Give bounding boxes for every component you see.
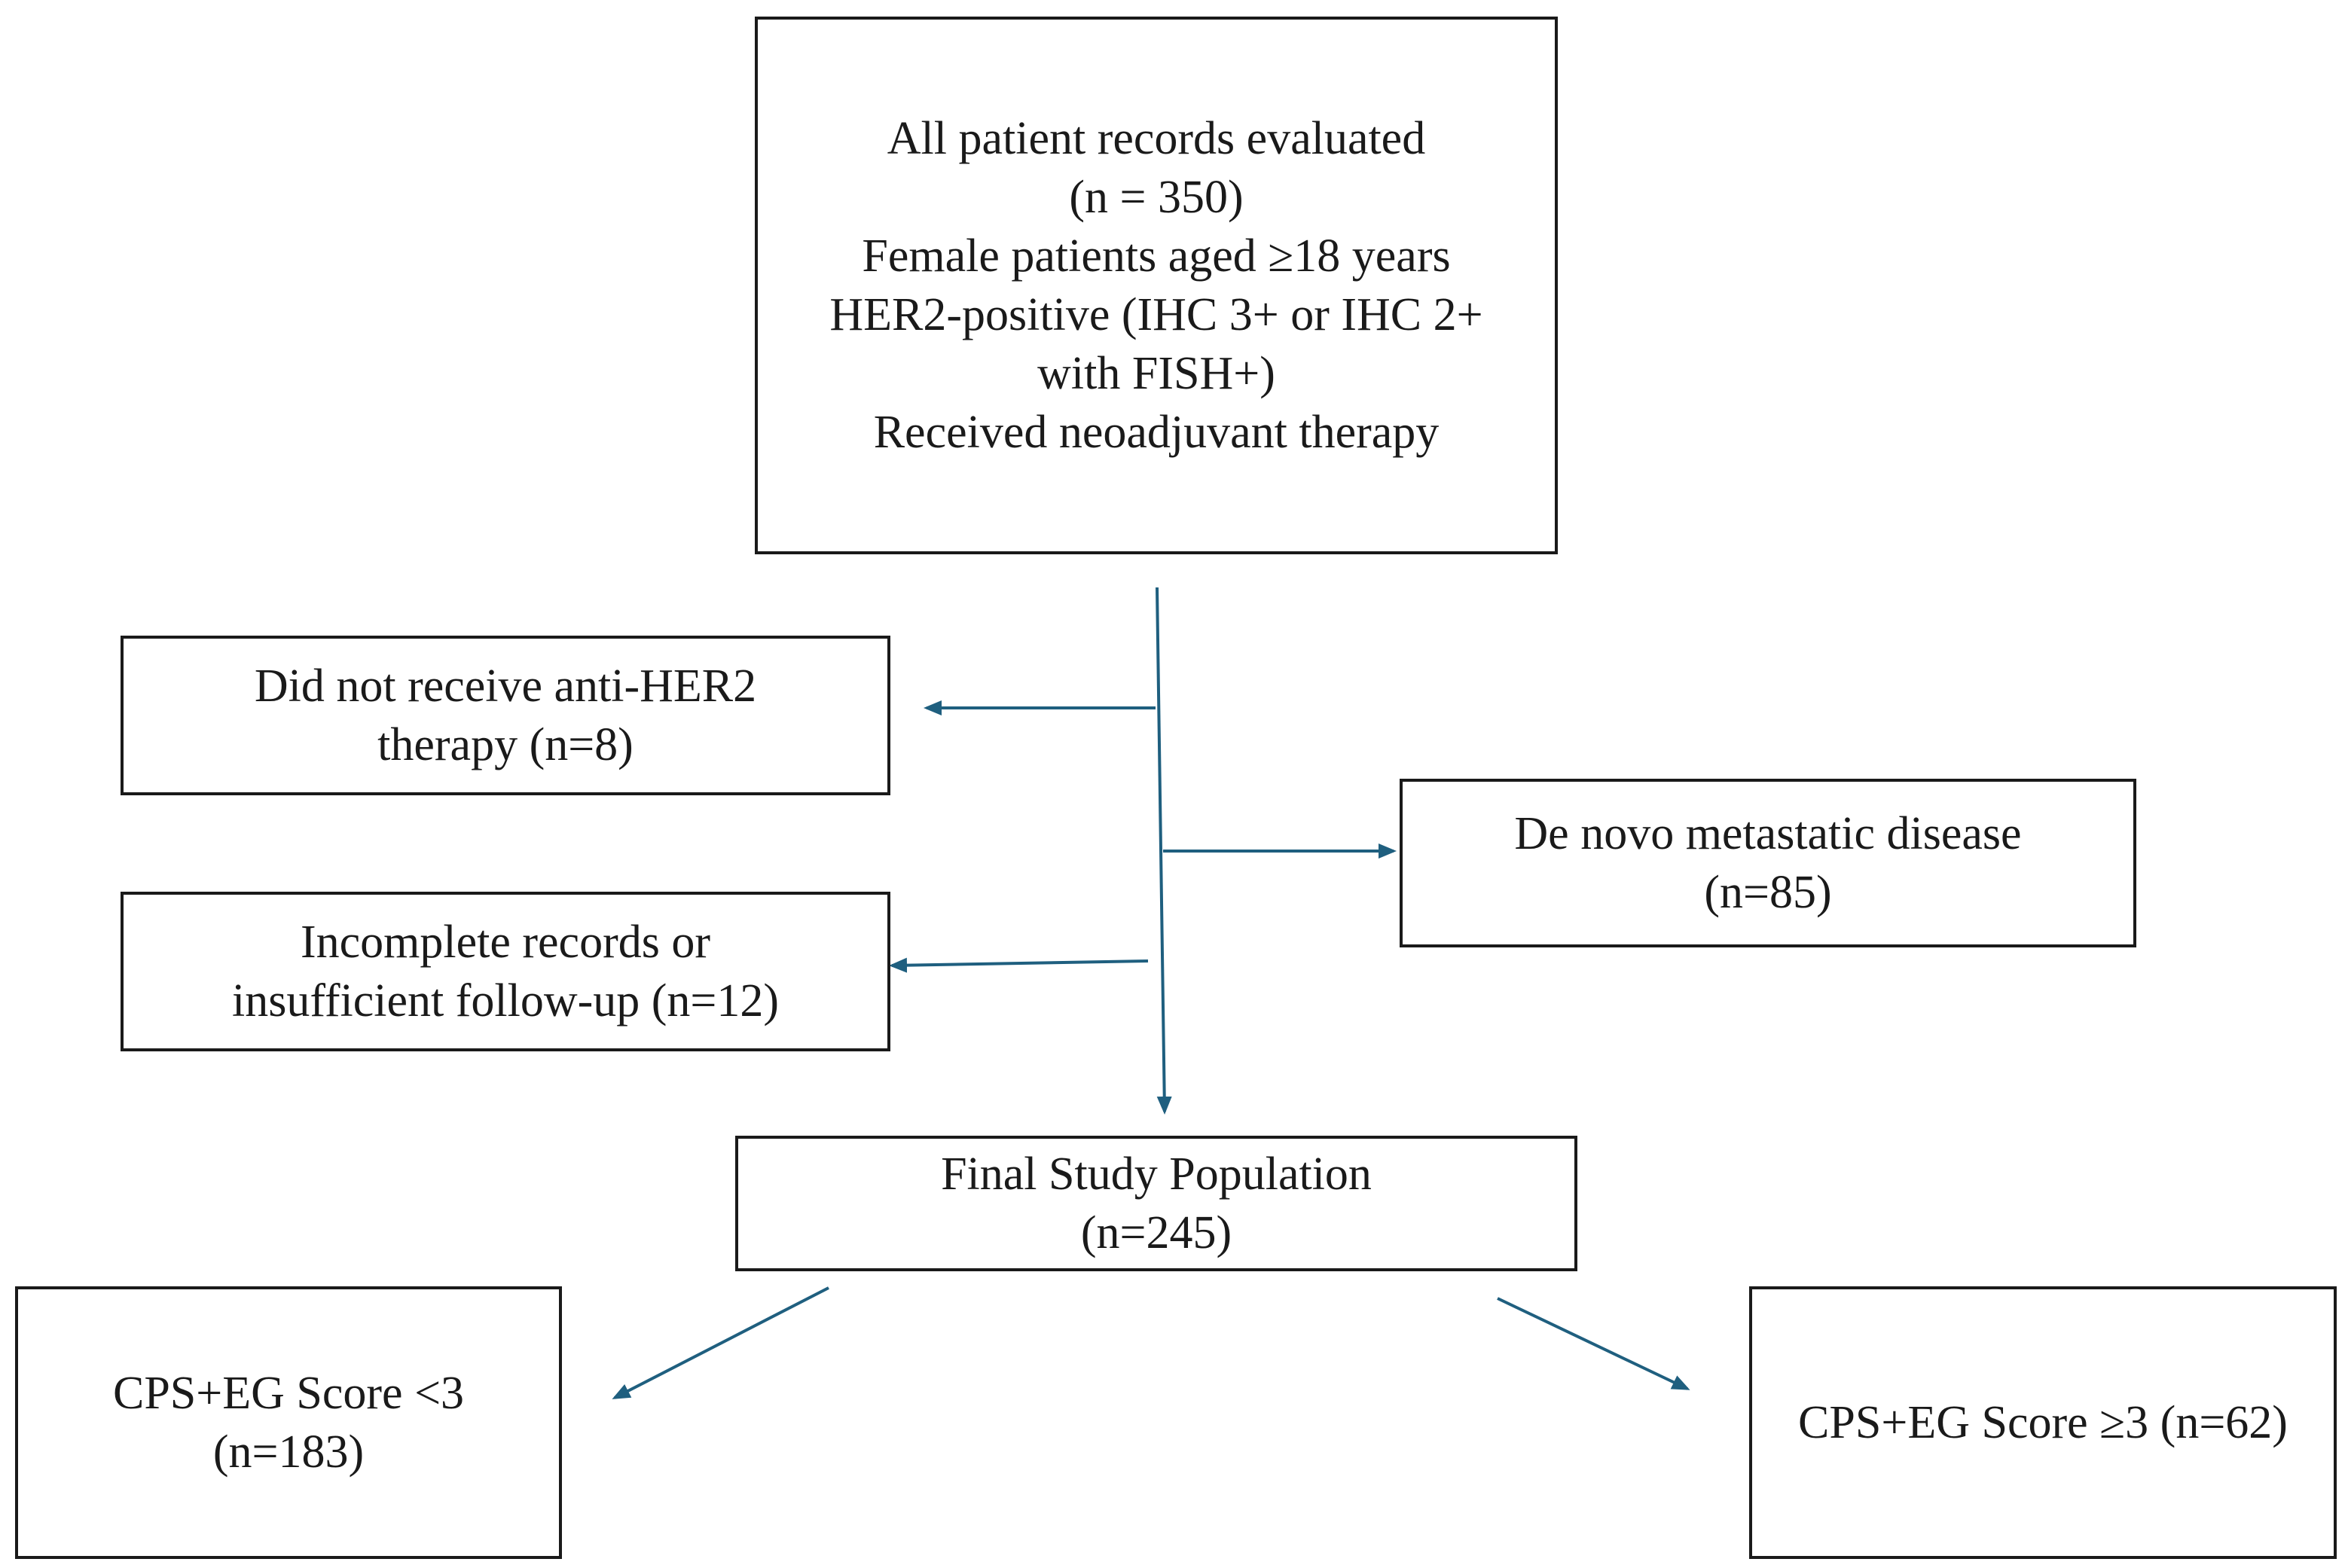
- de-novo-line1: De novo metastatic disease: [1514, 808, 2022, 859]
- score-high-box: CPS+EG Score ≥3 (n=62): [1749, 1286, 2337, 1559]
- criteria-neoadjuvant: Received neoadjuvant therapy: [873, 407, 1440, 458]
- final-population-box: Final Study Population (n=245): [735, 1136, 1577, 1271]
- de-novo-line2: (n=85): [1704, 867, 1832, 918]
- split-arrow-score-low: [612, 1286, 829, 1399]
- criteria-her2: HER2-positive (IHC 3+ or IHC 2+: [829, 289, 1483, 340]
- all-records-line: All patient records evaluated: [887, 113, 1426, 164]
- de-novo-text: De novo metastatic disease (n=85): [1514, 804, 2021, 922]
- no-anti-her2-line2: therapy (n=8): [377, 719, 634, 770]
- score-low-box: CPS+EG Score <3 (n=183): [15, 1286, 562, 1559]
- all-records-text: All patient records evaluated (n = 350) …: [829, 109, 1482, 462]
- split-arrow-score-high: [1497, 1297, 1690, 1390]
- incomplete-text: Incomplete records or insufficient follo…: [232, 913, 779, 1030]
- criteria-her2-cont: with FISH+): [1037, 348, 1275, 399]
- all-records-count: (n = 350): [1069, 172, 1244, 223]
- score-low-text: CPS+EG Score <3 (n=183): [113, 1364, 464, 1481]
- score-low-line2: (n=183): [212, 1426, 365, 1478]
- all-records-box: All patient records evaluated (n = 350) …: [755, 17, 1558, 554]
- exclusion-arrow-incomplete: [889, 957, 1149, 973]
- no-anti-her2-text: Did not receive anti-HER2 therapy (n=8): [255, 657, 756, 774]
- incomplete-box: Incomplete records or insufficient follo…: [121, 892, 890, 1051]
- incomplete-line1: Incomplete records or: [301, 917, 710, 968]
- score-low-line1: CPS+EG Score <3: [112, 1368, 465, 1419]
- score-high-line1: CPS+EG Score ≥3 (n=62): [1798, 1397, 2288, 1448]
- de-novo-box: De novo metastatic disease (n=85): [1400, 779, 2136, 947]
- criteria-age: Female patients aged ≥18 years: [862, 230, 1451, 282]
- incomplete-line2: insufficient follow-up (n=12): [231, 975, 780, 1027]
- no-anti-her2-box: Did not receive anti-HER2 therapy (n=8): [121, 636, 890, 795]
- main-flow-arrow: [1156, 587, 1172, 1115]
- score-high-text: CPS+EG Score ≥3 (n=62): [1798, 1393, 2288, 1452]
- final-population-line2: (n=245): [1080, 1207, 1232, 1258]
- no-anti-her2-line1: Did not receive anti-HER2: [254, 660, 757, 712]
- final-population-text: Final Study Population (n=245): [941, 1145, 1372, 1262]
- final-population-line1: Final Study Population: [941, 1149, 1372, 1200]
